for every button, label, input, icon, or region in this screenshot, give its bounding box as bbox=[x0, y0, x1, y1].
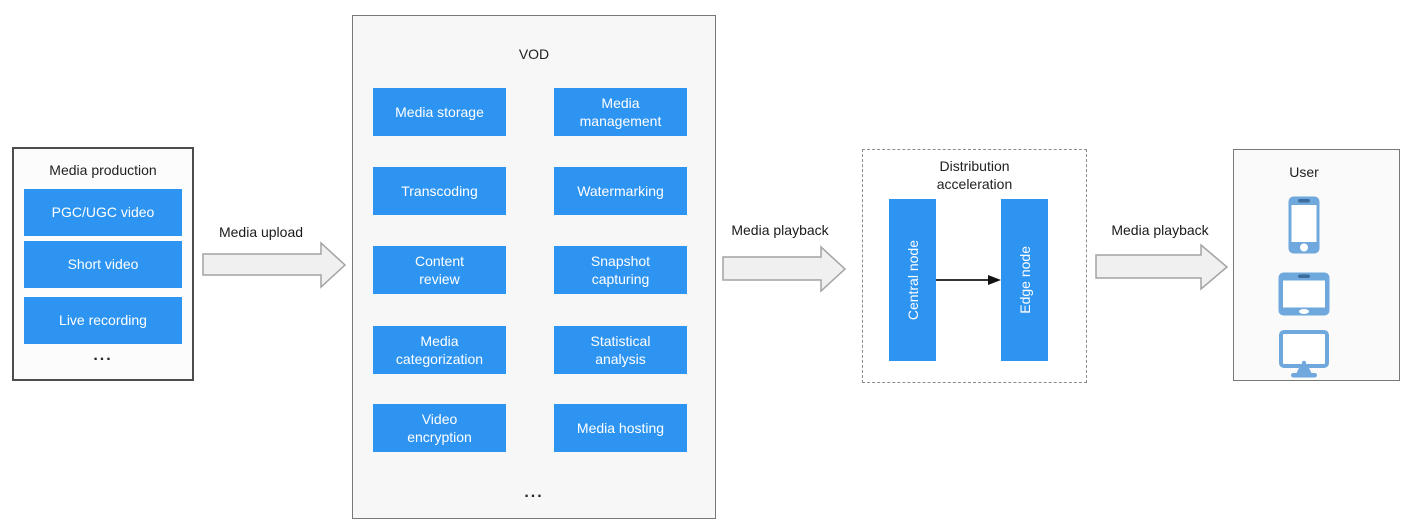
block-arrow-icon bbox=[202, 241, 347, 289]
block-media-storage: Media storage bbox=[373, 88, 506, 136]
edge-node-bar: Edge node bbox=[1001, 199, 1048, 361]
user-title: User bbox=[1289, 164, 1319, 180]
block-media-hosting: Media hosting bbox=[554, 404, 687, 452]
user-panel: User bbox=[1233, 149, 1400, 381]
block-content-review: Content review bbox=[373, 246, 506, 294]
distribution-acceleration-title: Distribution acceleration bbox=[936, 158, 1013, 192]
block-pgc-ugc-video: PGC/UGC video bbox=[24, 189, 182, 236]
vod-ellipsis: ... bbox=[524, 484, 544, 501]
block-snapshot-capturing: Snapshot capturing bbox=[554, 246, 687, 294]
desktop-monitor-icon bbox=[1279, 330, 1329, 378]
media-upload-label: Media upload bbox=[218, 224, 304, 240]
block-transcoding: Transcoding bbox=[373, 167, 506, 215]
block-arrow-icon bbox=[1095, 243, 1229, 291]
block-arrow-icon bbox=[722, 245, 847, 293]
block-watermarking: Watermarking bbox=[554, 167, 687, 215]
block-media-categorization: Media categorization bbox=[373, 326, 506, 374]
block-media-management: Media management bbox=[554, 88, 687, 136]
edge-node-label: Edge node bbox=[1016, 246, 1033, 314]
media-production-title: Media production bbox=[49, 162, 157, 178]
central-node-bar: Central node bbox=[889, 199, 936, 361]
media-playback-label-2: Media playback bbox=[1111, 222, 1209, 238]
block-live-recording: Live recording bbox=[24, 297, 182, 344]
block-short-video: Short video bbox=[24, 241, 182, 288]
block-statistical-analysis: Statistical analysis bbox=[554, 326, 687, 374]
vod-panel: VOD Media storage Media management Trans… bbox=[352, 15, 716, 519]
media-playback-label-1: Media playback bbox=[731, 222, 829, 238]
arrow-right-icon bbox=[936, 275, 1001, 285]
distribution-acceleration-panel: Distribution acceleration Central node E… bbox=[862, 149, 1087, 383]
central-node-label: Central node bbox=[904, 239, 921, 321]
smartphone-icon bbox=[1288, 196, 1320, 254]
vod-title: VOD bbox=[518, 46, 550, 62]
media-production-panel: Media production PGC/UGC video Short vid… bbox=[12, 147, 194, 381]
block-video-encryption: Video encryption bbox=[373, 404, 506, 452]
tablet-icon bbox=[1278, 272, 1330, 316]
production-ellipsis: ... bbox=[93, 347, 113, 364]
